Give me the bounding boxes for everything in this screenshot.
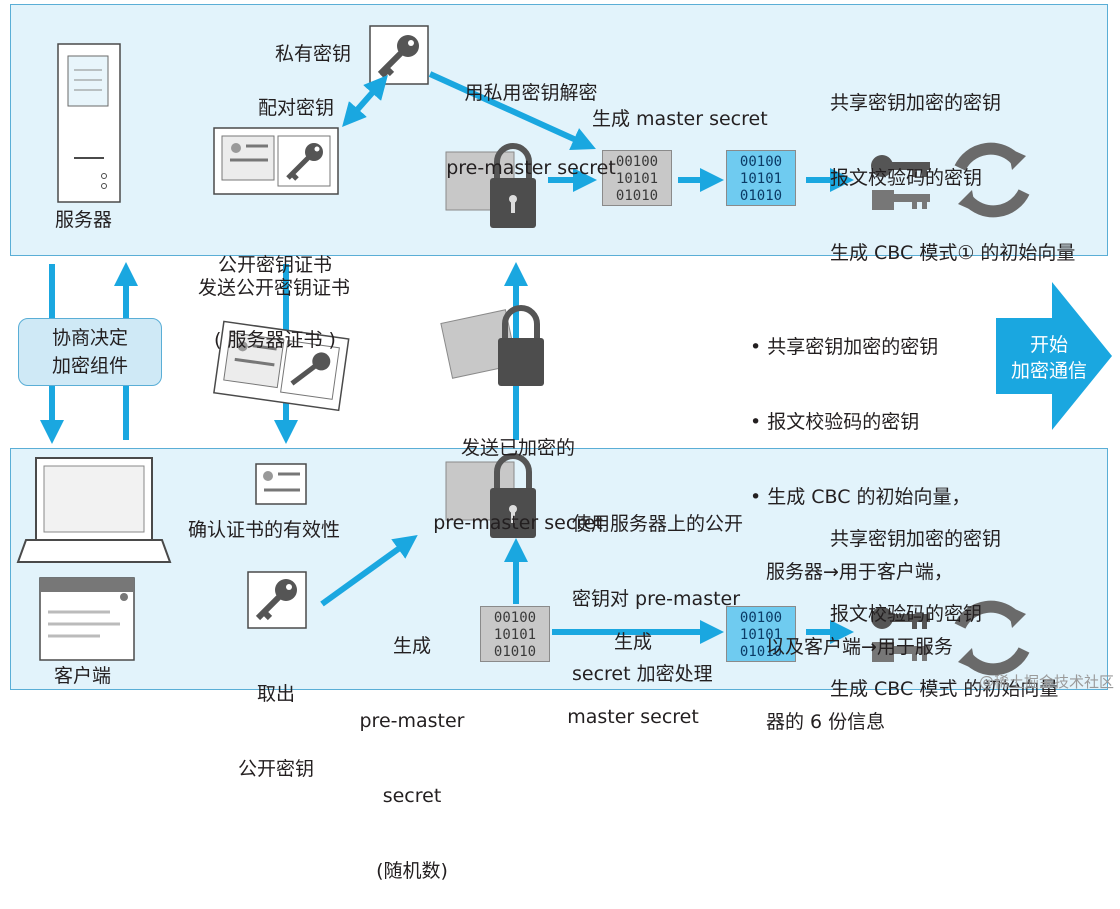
take-key-line: 取出 xyxy=(256,683,295,705)
verify-certificate-label: 确认证书的有效性 xyxy=(188,519,341,541)
binary-line: 01010 xyxy=(615,188,659,204)
binary-line: 00100 xyxy=(493,610,537,626)
server-label: 服务器 xyxy=(55,209,113,231)
encrypted-pre-master-icon xyxy=(445,143,536,228)
info-item: • 报文校验码的密钥 xyxy=(750,411,920,433)
encrypt-pre-master-label: 使用服务器上的公开 密钥对 pre-master secret 加密处理 xyxy=(572,462,743,712)
laptop-icon xyxy=(16,457,172,563)
generate-master-label: 生成 master secret xyxy=(592,108,768,130)
output-item: 报文校验码的密钥 xyxy=(830,167,983,189)
client-label: 客户端 xyxy=(54,665,112,687)
binary-line: 10101 xyxy=(615,171,659,187)
decrypt-label-line: 用私用密钥解密 xyxy=(464,82,598,104)
generate-pre-master-label: 生成 pre-master secret (随机数) xyxy=(352,584,472,909)
private-key-icon xyxy=(369,25,429,85)
shared-keys-icon xyxy=(871,155,930,210)
binary-line: 01010 xyxy=(493,644,537,660)
sent-encrypted-pre-master-icon xyxy=(440,305,544,386)
pre-master-data-block: 00100 10101 01010 xyxy=(602,150,672,206)
client-shared-keys-icon xyxy=(871,607,930,662)
binary-line: 00100 xyxy=(739,154,783,170)
watermark: @稀土掘金技术社区 xyxy=(978,673,1114,691)
output-item: 生成 CBC 模式 的初始向量 xyxy=(830,678,1059,700)
send-encrypted-line: 发送已加密的 xyxy=(460,437,575,459)
certificate-label: 公开密钥证书 ( 服务器证书 ) xyxy=(200,203,350,378)
negotiate-line: 加密组件 xyxy=(51,355,128,377)
generate-master-client-label: 生成 master secret xyxy=(560,580,706,755)
decrypt-label-line: pre-master secret xyxy=(446,157,616,179)
binary-line: 00100 xyxy=(615,154,659,170)
gen-master-line: 生成 xyxy=(613,631,652,653)
small-certificate-icon xyxy=(255,463,307,505)
info-item: 以及客户端→用于服务 xyxy=(766,636,953,658)
encrypt-line: secret 加密处理 xyxy=(572,663,713,685)
output-item: 共享密钥加密的密钥 xyxy=(830,92,1002,114)
start-line: 开始 xyxy=(1029,334,1068,356)
negotiate-line: 协商决定 xyxy=(51,327,128,349)
decrypt-label: 用私用密钥解密 pre-master secret xyxy=(446,31,616,206)
certificate-icon xyxy=(213,127,339,195)
start-encrypted-communication-arrow xyxy=(996,282,1112,430)
client-master-secret-data-block: 00100 10101 01010 xyxy=(726,606,796,662)
binary-line: 00100 xyxy=(739,610,783,626)
gen-pre-line: (随机数) xyxy=(376,860,448,882)
start-line: 加密通信 xyxy=(1010,360,1087,382)
sent-certificate-icon xyxy=(213,320,350,412)
info-item: • 生成 CBC 的初始向量， xyxy=(750,486,971,508)
client-encrypted-pre-master-icon xyxy=(445,453,536,538)
output-item: 报文校验码的密钥 xyxy=(830,603,983,625)
refresh-icon xyxy=(954,142,1030,218)
gen-pre-line: 生成 xyxy=(392,635,431,657)
output-item: 共享密钥加密的密钥 xyxy=(830,528,1002,550)
binary-line: 10101 xyxy=(493,627,537,643)
client-pre-master-data-block: 00100 10101 01010 xyxy=(480,606,550,662)
encrypt-line: 使用服务器上的公开 xyxy=(572,513,744,535)
public-key-icon xyxy=(247,571,307,629)
gen-master-line: master secret xyxy=(567,706,699,728)
pair-key-label: 配对密钥 xyxy=(258,97,335,119)
private-key-label: 私有密钥 xyxy=(275,43,352,65)
gen-pre-line: secret xyxy=(382,785,442,807)
output-item: 生成 CBC 模式① 的初始向量 xyxy=(830,242,1076,264)
server-outputs: 共享密钥加密的密钥 报文校验码的密钥 生成 CBC 模式① 的初始向量 xyxy=(830,41,1075,291)
send-certificate-label: 发送公开密钥证书 xyxy=(198,277,351,299)
take-public-key-label: 取出 公开密钥 xyxy=(226,632,326,807)
diagram-graphics xyxy=(16,25,1112,676)
binary-line: 01010 xyxy=(739,644,783,660)
master-secret-data-block: 00100 10101 01010 xyxy=(726,150,796,206)
send-encrypted-line: pre-master secret xyxy=(433,512,603,534)
info-item: 服务器→用于客户端， xyxy=(766,561,953,583)
encrypt-line: 密钥对 pre-master xyxy=(572,588,741,610)
binary-line: 10101 xyxy=(739,627,783,643)
take-key-line: 公开密钥 xyxy=(237,758,314,780)
gen-pre-line: pre-master xyxy=(359,710,465,732)
info-item: • 共享密钥加密的密钥 xyxy=(750,336,939,358)
negotiate-cipher-suite-bubble: 协商决定 加密组件 xyxy=(18,318,162,386)
binary-line: 10101 xyxy=(739,171,783,187)
server-icon xyxy=(57,43,121,203)
send-encrypted-label: 发送已加密的 pre-master secret xyxy=(430,386,606,561)
client-refresh-icon xyxy=(954,600,1030,676)
certificate-label-line: 公开密钥证书 xyxy=(217,254,332,276)
browser-window-icon xyxy=(39,577,135,661)
certificate-label-line: ( 服务器证书 ) xyxy=(214,329,336,351)
client-outputs: 共享密钥加密的密钥 报文校验码的密钥 生成 CBC 模式 的初始向量 xyxy=(830,477,1058,727)
binary-line: 01010 xyxy=(739,188,783,204)
